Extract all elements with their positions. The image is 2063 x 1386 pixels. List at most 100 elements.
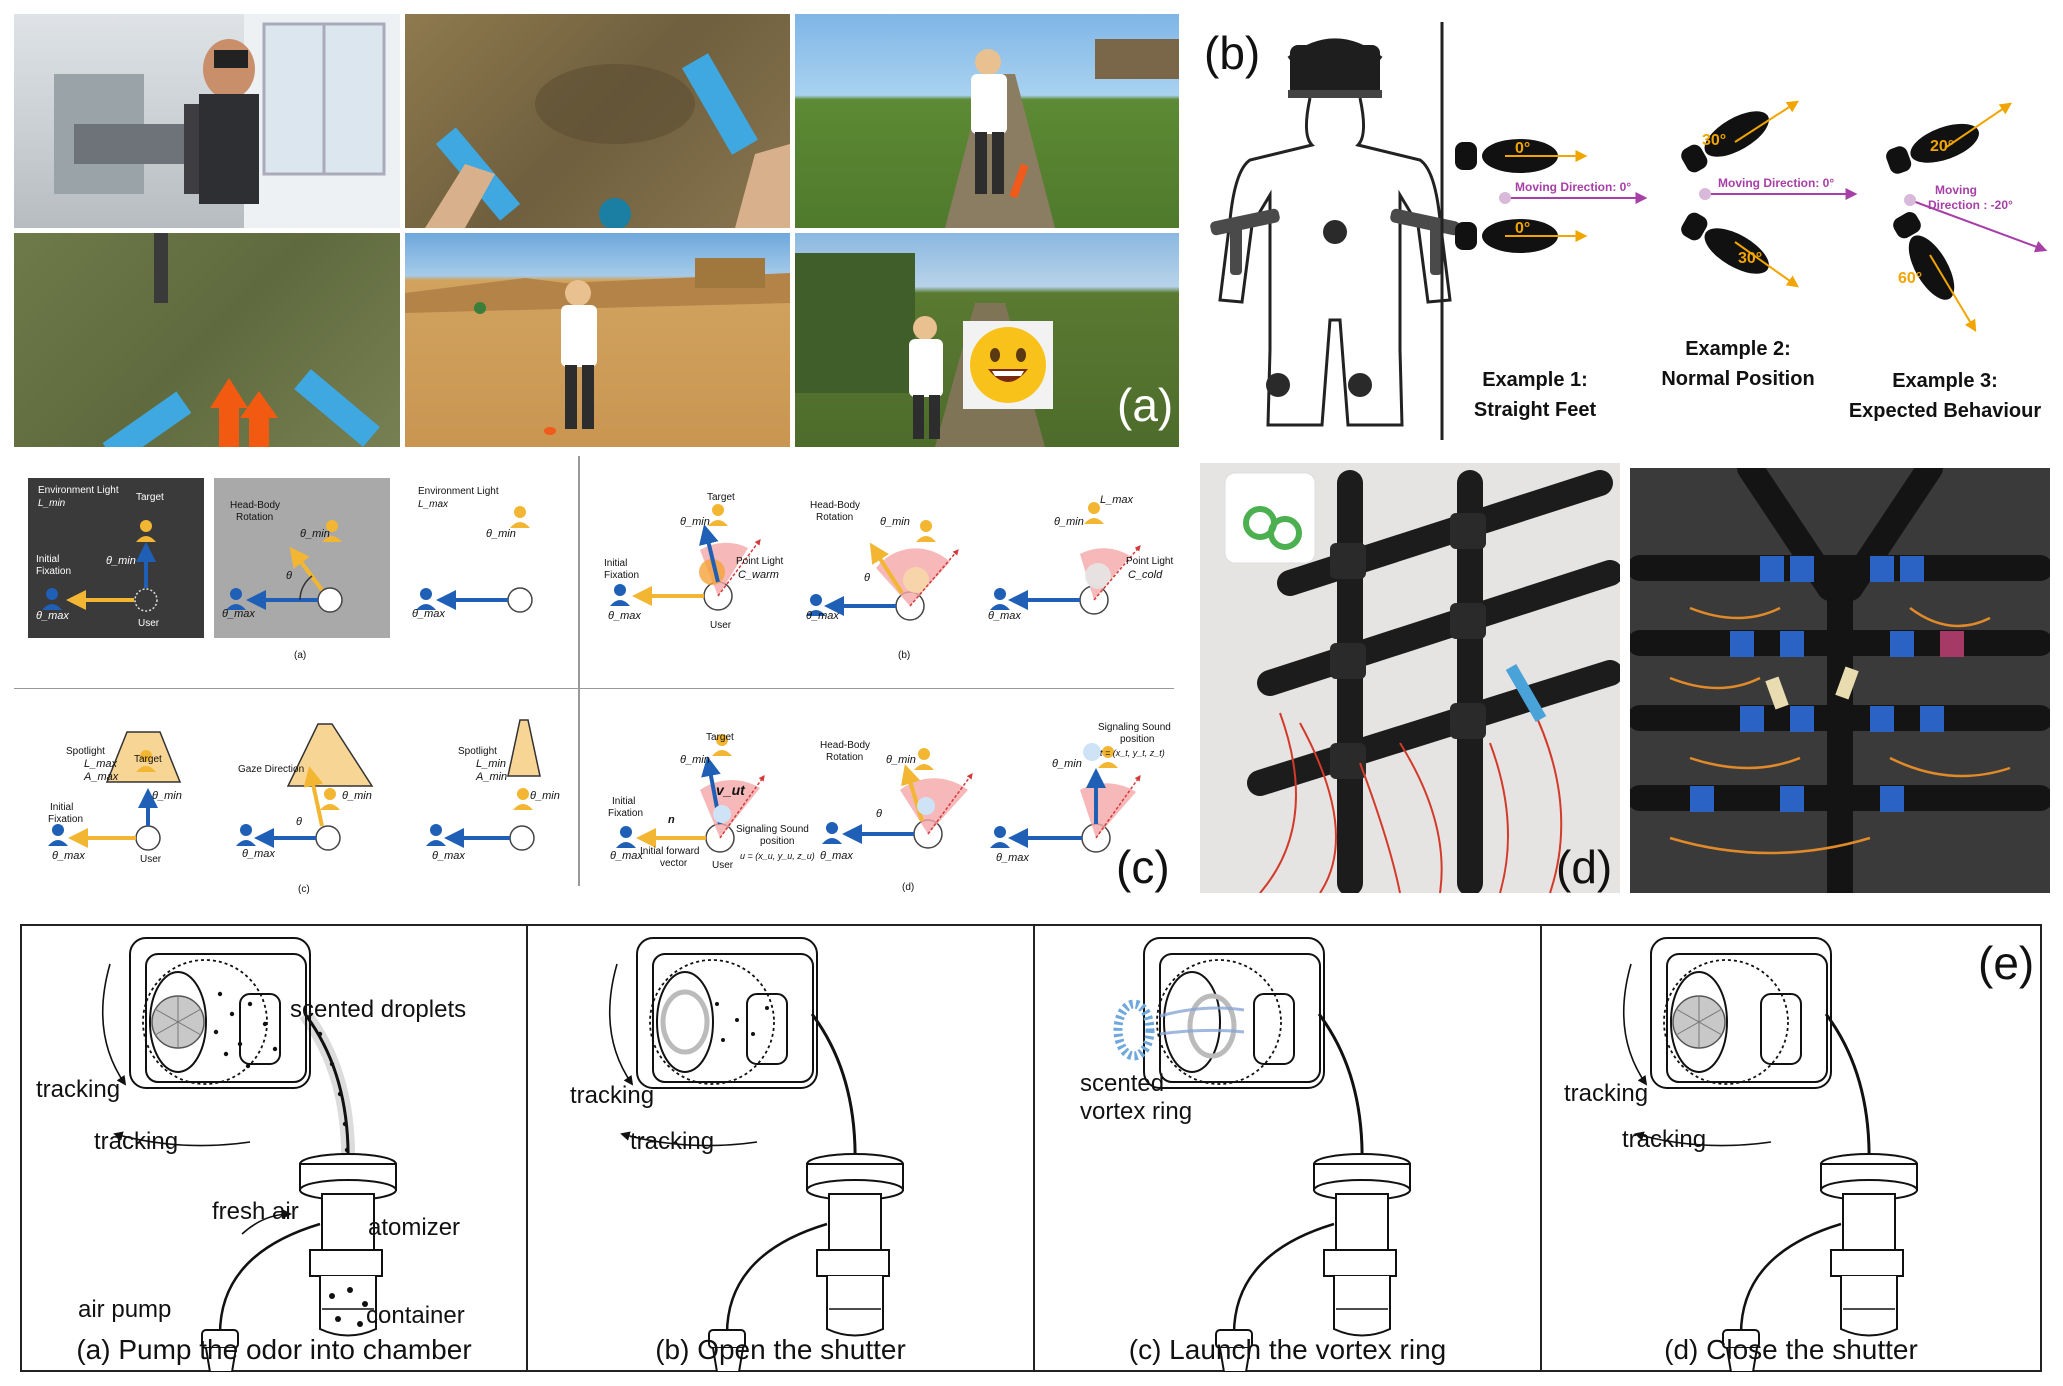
- panel-b-label: (b): [1204, 27, 1261, 79]
- c-sub-c: (c): [298, 884, 310, 895]
- c-c1-spotlight: Spotlight: [66, 746, 105, 757]
- label-tracking-d1: tracking: [1564, 1080, 1649, 1107]
- c-d2-head-body-1: Head-Body: [820, 740, 871, 751]
- speaker-icon: [917, 797, 935, 815]
- target-person-icon: [322, 520, 342, 542]
- c-b1-theta-min: θ_min: [680, 516, 710, 528]
- c-d3-signal-2: position: [1120, 734, 1155, 745]
- c-a1-initial: Initial: [36, 554, 60, 565]
- target-person-icon: [708, 504, 728, 526]
- c-b3-point-light: Point Light: [1126, 556, 1174, 567]
- c-d1-diagram: [616, 734, 765, 853]
- c-c1-initial: Initial: [50, 802, 74, 813]
- c-d1-fwd-2: vector: [660, 858, 688, 869]
- c-d3-signal-t: t = (x_t, y_t, z_t): [1100, 748, 1165, 758]
- avatar-smiley-graphic: [795, 253, 1053, 447]
- c-b3-lmax: L_max: [1100, 494, 1134, 506]
- c-a2-theta-max: θ_max: [222, 608, 255, 620]
- c-a3-env-light: Environment Light: [418, 486, 499, 497]
- ex1-moving-direction: Moving Direction: 0°: [1515, 180, 1632, 194]
- shutter-closed-icon: [151, 995, 205, 1049]
- photo-vr-user-in-lab: [14, 14, 400, 228]
- c-a1-lmin: L_min: [38, 498, 66, 509]
- c-sub-a: (a): [294, 650, 307, 661]
- c-d3-theta-min: θ_min: [1052, 758, 1082, 770]
- target-person-icon: [914, 748, 934, 770]
- photo-avatar-grass-path: [795, 14, 1179, 228]
- target-person-icon: [1098, 746, 1118, 768]
- c-b1-point-light: Point Light: [736, 556, 784, 567]
- panel-e-divider-1: [526, 924, 528, 1372]
- c-a1-fixation: Fixation: [36, 566, 72, 577]
- c-c1-lmax: L_max: [84, 758, 118, 770]
- c-c3-lmin: L_min: [476, 758, 506, 770]
- panel-e-label: (e): [1978, 937, 2035, 989]
- c-c2-theta: θ: [296, 816, 302, 828]
- example-1-feet: [1455, 139, 1648, 253]
- arrows-ground-graphic: [102, 233, 380, 447]
- c-c3-diagram: [426, 719, 541, 851]
- c-d1-n: n: [668, 814, 675, 826]
- c-a2-theta-min: θ_min: [300, 528, 330, 540]
- c-c2-diagram: [236, 723, 374, 851]
- c-d2-head-body-2: Rotation: [826, 752, 864, 763]
- c-a2-head-body-1: Head-Body: [230, 500, 281, 511]
- ex1-top-angle: 0°: [1515, 140, 1531, 157]
- c-d1-theta-max: θ_max: [610, 850, 643, 862]
- example-1-title: Example 1: Straight Feet: [1473, 369, 1597, 421]
- c-c1-theta-min: θ_min: [152, 790, 182, 802]
- c-c1-user: User: [140, 854, 162, 865]
- c-b2-theta: θ: [864, 572, 870, 584]
- fixation-person-icon: [42, 588, 62, 610]
- label-scented: scented: [1080, 1070, 1165, 1097]
- fixation-person-icon: [48, 824, 68, 846]
- c-d1-fwd-1: Initial forward: [640, 846, 700, 857]
- label-container: container: [366, 1302, 465, 1329]
- person-icon: [990, 826, 1010, 848]
- panel-a-label: (a): [1117, 379, 1174, 431]
- person-icon: [990, 588, 1010, 610]
- right-foot-tracker-icon: [1348, 373, 1372, 397]
- c-sub-d: (d): [902, 882, 915, 893]
- step-a-diagram: [103, 937, 398, 1372]
- c-c1-amax: A_max: [84, 771, 119, 783]
- panel-c-horizontal-divider: [14, 688, 1174, 689]
- c-d3-diagram: [990, 743, 1141, 853]
- c-d1-signal-u: u = (x_u, y_u, z_u): [740, 851, 815, 861]
- panel-c-label: (c): [1116, 841, 1170, 893]
- panel-d-label: (d): [1556, 841, 1613, 893]
- caption-step-d: (d) Close the shutter: [1664, 1334, 1918, 1365]
- c-d1-user: User: [712, 860, 734, 871]
- ex3-moving-line1: Moving: [1935, 183, 1977, 197]
- c-a1-diagram: [42, 520, 158, 612]
- label-fresh-air: fresh air: [212, 1198, 299, 1225]
- c-d2-theta-max: θ_max: [820, 850, 853, 862]
- c-c2-gaze-direction: Gaze Direction: [238, 764, 305, 775]
- person-icon: [822, 822, 842, 844]
- person-icon: [226, 588, 246, 610]
- c-b1-theta-max: θ_max: [608, 610, 641, 622]
- harness-front-graphic: [1224, 470, 1620, 893]
- c-c3-theta-max: θ_max: [432, 850, 465, 862]
- label-tracking-b1: tracking: [570, 1082, 655, 1109]
- c-a1-target: Target: [136, 492, 164, 503]
- person-icon: [806, 594, 826, 616]
- c-a2-theta: θ: [286, 570, 292, 582]
- step-b-diagram: [610, 937, 905, 1372]
- panel-e-divider-3: [1540, 924, 1542, 1372]
- target-person-icon: [320, 788, 340, 810]
- ex3-bottom-angle: 60°: [1898, 270, 1923, 287]
- c-d1-fixation: Fixation: [608, 808, 644, 819]
- photo-ground-arrows-view: [14, 233, 400, 447]
- step-d-diagram: [1624, 937, 1919, 1372]
- c-b3-diagram: [990, 502, 1141, 615]
- left-controller-icon: [1210, 208, 1280, 275]
- example-2-title: Example 2: Normal Position: [1661, 338, 1815, 390]
- photo-avatar-desert-path: [405, 233, 790, 447]
- c-c2-theta-max: θ_max: [242, 848, 275, 860]
- person-icon: [426, 824, 446, 846]
- c-c3-spotlight: Spotlight: [458, 746, 497, 757]
- c-d1-signal-2: position: [760, 836, 795, 847]
- c-d3-signal-1: Signaling Sound: [1098, 722, 1171, 733]
- ex2-bottom-angle: 30°: [1738, 250, 1763, 267]
